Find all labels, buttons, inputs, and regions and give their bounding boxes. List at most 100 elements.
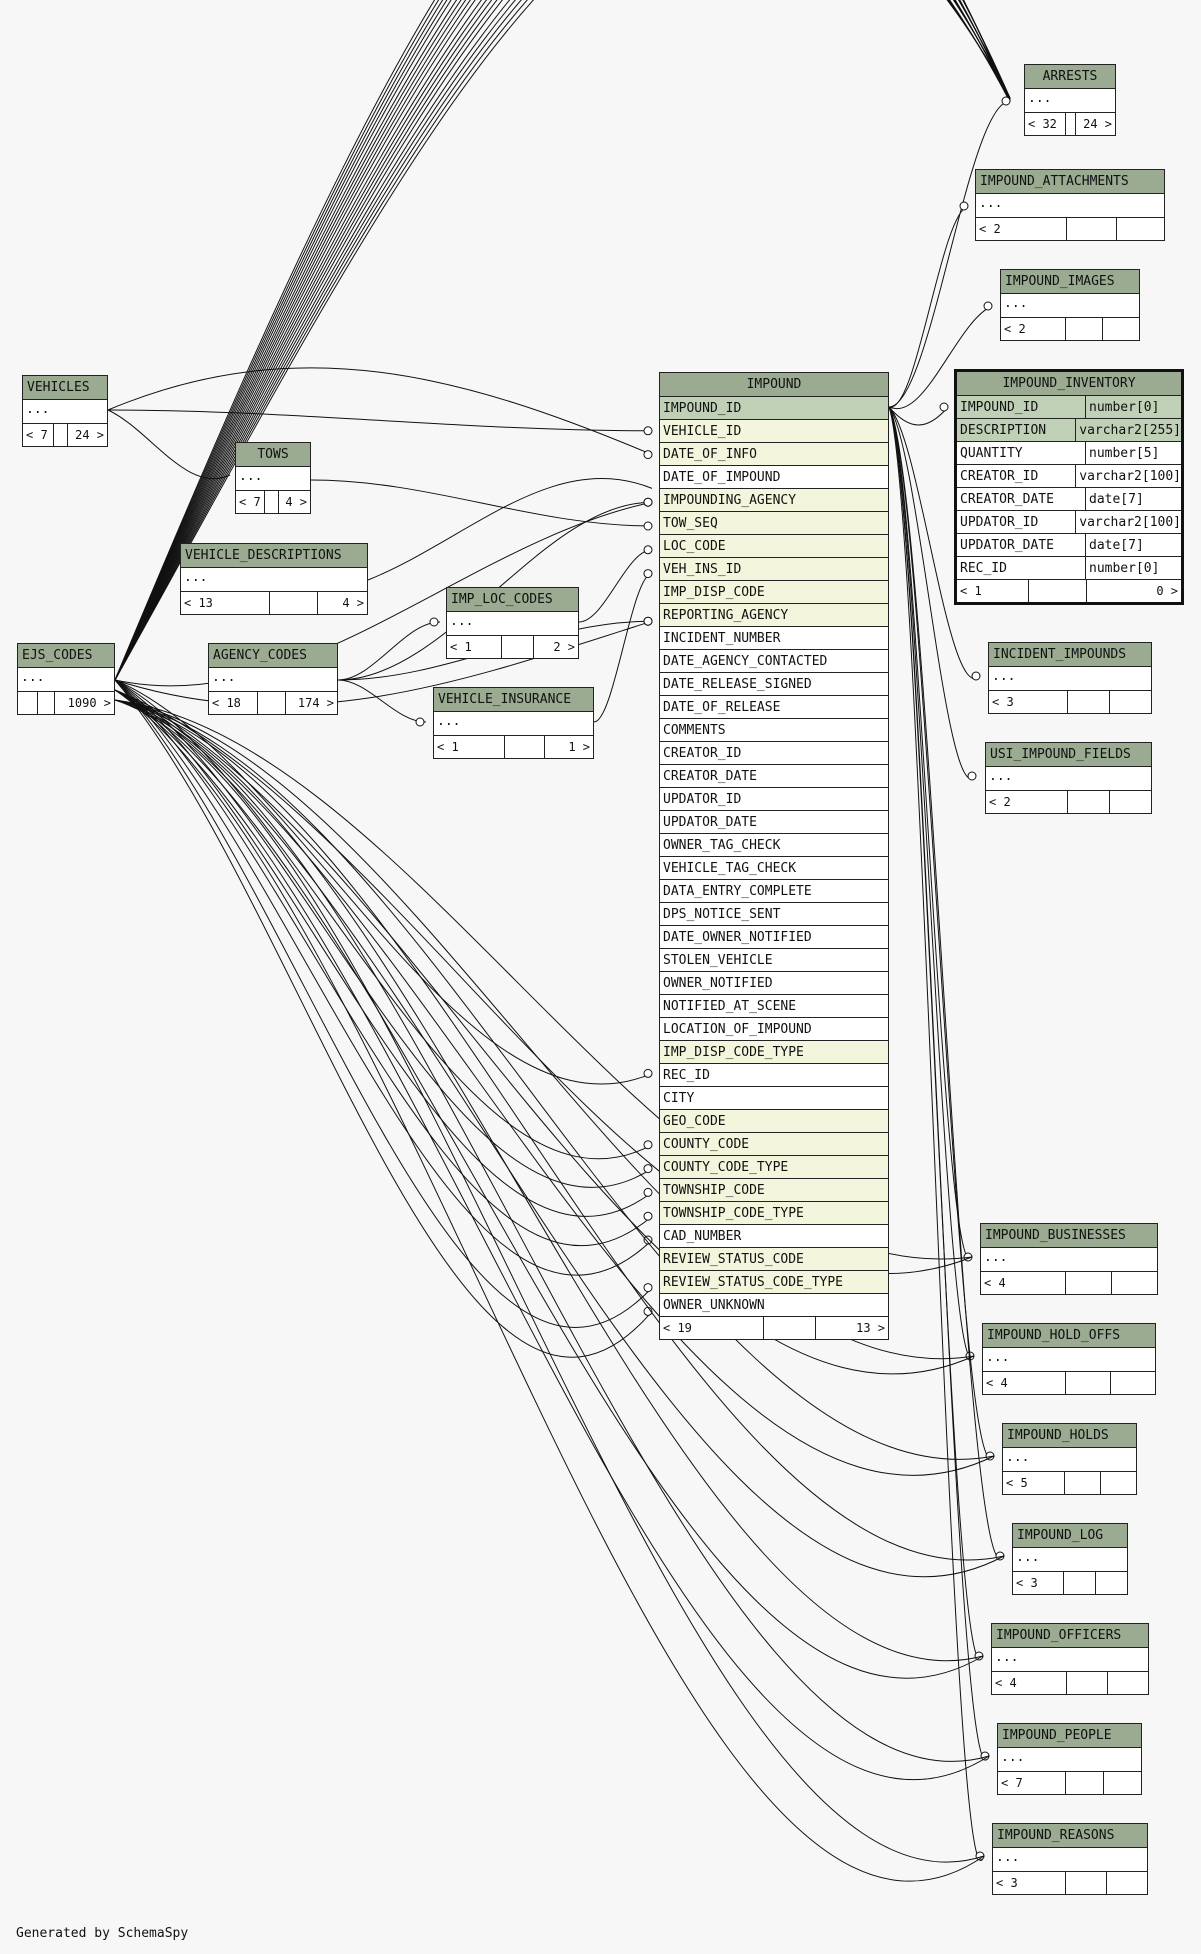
column-type: number[0] [1089, 561, 1160, 576]
column-row[interactable]: VEHICLE_TAG_CHECK [660, 857, 888, 880]
relationship-line [888, 406, 949, 426]
column-row[interactable]: UPDATOR_DATE [660, 811, 888, 834]
column-row[interactable]: LOC_CODE [660, 535, 888, 558]
relationship-line [114, 0, 1011, 681]
parents-count: < 5 [1003, 1472, 1066, 1494]
column-row[interactable]: DATE_OF_RELEASE [660, 696, 888, 719]
relationship-line [114, 689, 990, 1780]
table-ejs-codes[interactable]: EJS_CODES ... 1090 > [17, 643, 115, 715]
children-count [1103, 318, 1139, 340]
relationship-line [114, 679, 653, 1188]
cardinality-marker [967, 771, 977, 781]
relationship-line [114, 0, 1011, 681]
table-impound-officers[interactable]: IMPOUND_OFFICERS ... < 4 [991, 1623, 1149, 1695]
column-row[interactable]: NOTIFIED_AT_SCENE [660, 995, 888, 1018]
column-row[interactable]: UPDATOR_ID [660, 788, 888, 811]
columns-collapsed: ... [447, 612, 578, 636]
relationship-line [114, 689, 984, 1679]
column-row[interactable]: REVIEW_STATUS_CODE_TYPE [660, 1271, 888, 1294]
table-impound-attachments[interactable]: IMPOUND_ATTACHMENTS ... < 2 [975, 169, 1165, 241]
column-row[interactable]: IMPOUND_ID [660, 397, 888, 420]
column-row[interactable]: IMPOUNDING_AGENCY [660, 489, 888, 512]
relationship-line [888, 406, 975, 1359]
table-impound-log[interactable]: IMPOUND_LOG ... < 3 [1012, 1523, 1128, 1595]
parents-count: < 3 [993, 1872, 1067, 1894]
parents-count: < 1 [434, 736, 506, 758]
column-row[interactable]: LOCATION_OF_IMPOUND [660, 1018, 888, 1041]
parents-count: < 4 [983, 1372, 1066, 1394]
column-row[interactable]: OWNER_UNKNOWN [660, 1294, 888, 1317]
relationship-line [114, 0, 1011, 681]
column-row[interactable]: CREATOR_ID [660, 742, 888, 765]
table-impound-hold-offs[interactable]: IMPOUND_HOLD_OFFS ... < 4 [982, 1323, 1156, 1395]
column-row[interactable]: CAD_NUMBER [660, 1225, 888, 1248]
column-row[interactable]: VEHICLE_ID [660, 420, 888, 443]
relationship-line [114, 0, 1011, 681]
column-row[interactable]: DPS_NOTICE_SENT [660, 903, 888, 926]
column-row[interactable]: GEO_CODE [660, 1110, 888, 1133]
column-row[interactable]: COUNTY_CODE [660, 1133, 888, 1156]
cardinality-marker [995, 1551, 1005, 1561]
column-row[interactable]: CITY [660, 1087, 888, 1110]
column-row[interactable]: DATE_OWNER_NOTIFIED [660, 926, 888, 949]
column-row[interactable]: OWNER_TAG_CHECK [660, 834, 888, 857]
relationship-line [114, 0, 1011, 681]
column-row[interactable]: DATE_OF_INFO [660, 443, 888, 466]
column-row[interactable]: REPORTING_AGENCY [660, 604, 888, 627]
column-row[interactable]: REC_ID [660, 1064, 888, 1087]
column-row[interactable]: TOWNSHIP_CODE [660, 1179, 888, 1202]
column-row[interactable]: TOW_SEQ [660, 512, 888, 535]
column-row[interactable]: STOLEN_VEHICLE [660, 949, 888, 972]
column-row[interactable]: DATE_RELEASE_SIGNED [660, 673, 888, 696]
children-count: 1 > [568, 740, 590, 754]
children-count [1101, 1472, 1136, 1494]
table-name: IMPOUND_HOLDS [1003, 1424, 1136, 1448]
column-row[interactable]: IMP_DISP_CODE [660, 581, 888, 604]
column-row[interactable]: DATE_AGENCY_CONTACTED [660, 650, 888, 673]
column-row[interactable]: OWNER_NOTIFIED [660, 972, 888, 995]
table-usi-impound-fields[interactable]: USI_IMPOUND_FIELDS ... < 2 [985, 742, 1152, 814]
column-row[interactable]: CREATOR_DATE [660, 765, 888, 788]
column-type: varchar2[100] [1079, 515, 1181, 530]
table-incident-impounds[interactable]: INCIDENT_IMPOUNDS ... < 3 [988, 642, 1152, 714]
table-impound-people[interactable]: IMPOUND_PEOPLE ... < 7 [997, 1723, 1142, 1795]
cardinality-marker [643, 426, 653, 436]
column-row[interactable]: VEH_INS_ID [660, 558, 888, 581]
column-row[interactable]: INCIDENT_NUMBER [660, 627, 888, 650]
column-row[interactable]: TOWNSHIP_CODE_TYPE [660, 1202, 888, 1225]
cardinality-marker [643, 521, 653, 531]
relationship-line [888, 406, 981, 680]
cardinality-marker [415, 717, 425, 727]
column-row[interactable]: COMMENTS [660, 719, 888, 742]
table-impound-images[interactable]: IMPOUND_IMAGES ... < 2 [1000, 269, 1140, 341]
column-row[interactable]: REVIEW_STATUS_CODE [660, 1248, 888, 1271]
column-type: varchar2[255] [1079, 423, 1181, 438]
column-row[interactable]: IMP_DISP_CODE_TYPE [660, 1041, 888, 1064]
children-count: 4 > [285, 495, 307, 509]
column-row[interactable]: DATE_OF_IMPOUND [660, 466, 888, 489]
column-row[interactable]: COUNTY_CODE_TYPE [660, 1156, 888, 1179]
table-impound-businesses[interactable]: IMPOUND_BUSINESSES ... < 4 [980, 1223, 1158, 1295]
relationship-line [114, 0, 1011, 681]
table-impound-reasons[interactable]: IMPOUND_REASONS ... < 3 [992, 1823, 1148, 1895]
table-impound-holds[interactable]: IMPOUND_HOLDS ... < 5 [1002, 1423, 1137, 1495]
relationship-line [114, 689, 975, 1375]
column-row[interactable]: DATA_ENTRY_COMPLETE [660, 880, 888, 903]
